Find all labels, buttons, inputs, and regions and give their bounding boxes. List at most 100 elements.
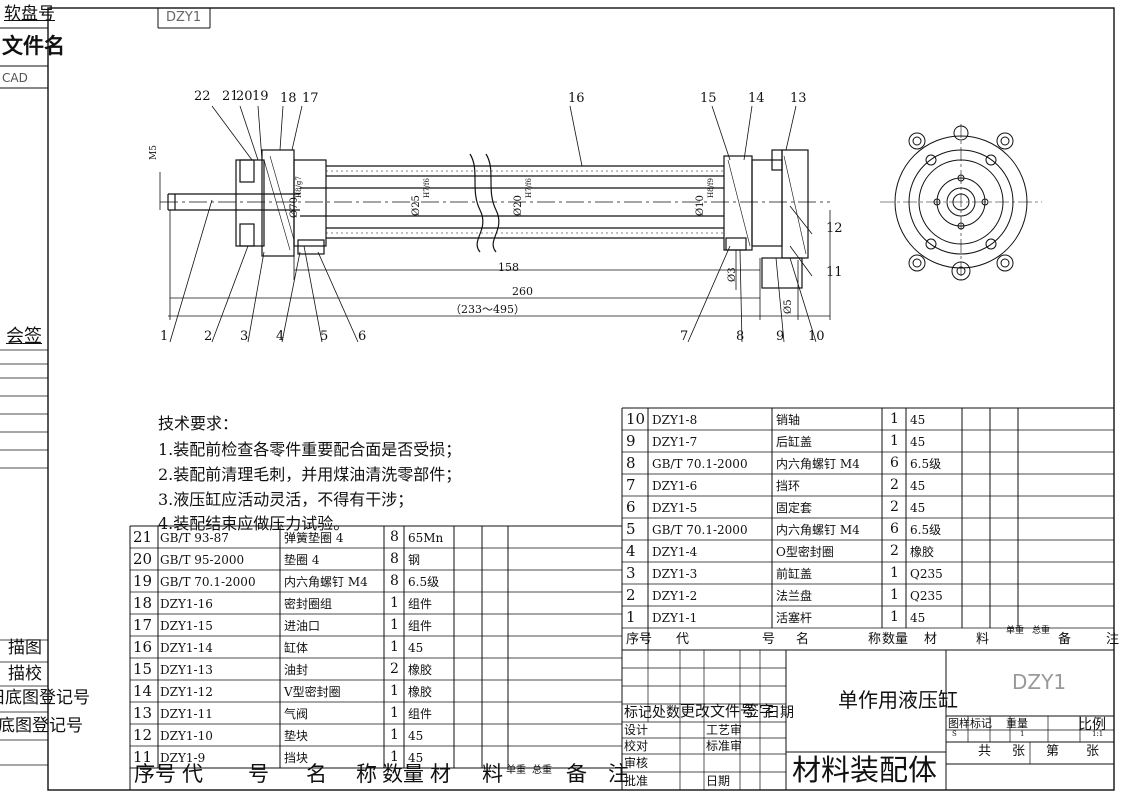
bom-lower-header-no: 序号 xyxy=(134,762,176,786)
bom-cell-qty: 2 xyxy=(890,499,899,515)
bom-cell-mat: 45 xyxy=(408,641,424,655)
bom-cell-mat: Q235 xyxy=(910,589,943,603)
bom-cell-qty: 1 xyxy=(890,587,899,603)
callout-6: 6 xyxy=(358,329,367,344)
bom-cell-mat: 45 xyxy=(910,479,926,493)
bom-cell-qty: 6 xyxy=(890,455,899,471)
bom-header-no: 序号 xyxy=(626,632,653,647)
bom-cell-no: 18 xyxy=(133,594,153,612)
title-total: 共 xyxy=(978,744,992,759)
stamp-code: DZY1 xyxy=(166,10,202,25)
bom-cell-name: 缸体 xyxy=(284,641,309,655)
bom-lower-header-code-1: 代 xyxy=(182,762,203,786)
bom-lower-header-mat-1: 材 xyxy=(430,762,451,786)
callout-1: 1 xyxy=(160,329,169,344)
title-weight: 重量 xyxy=(1006,717,1028,730)
bom-cell-code: DZY1-2 xyxy=(652,589,698,603)
bom-cell-qty: 8 xyxy=(390,551,399,567)
bom-cell-qty: 1 xyxy=(390,749,399,765)
bom-cell-mat: 65Mn xyxy=(408,531,444,545)
bom-cell-mat: 橡胶 xyxy=(910,545,935,559)
title-count: 处数 xyxy=(652,705,680,721)
bom-cell-no: 15 xyxy=(133,660,153,678)
bom-cell-mat: 45 xyxy=(910,501,926,515)
dim-260: 260 xyxy=(512,285,533,298)
dim-d3: Ø3 xyxy=(727,267,738,282)
bom-cell-name: 油封 xyxy=(284,663,309,677)
tech-title: 技术要求： xyxy=(158,414,239,433)
bom-lower-header-name-1: 名 xyxy=(306,762,327,786)
trace-label: 描图 xyxy=(8,638,42,658)
bom-cell-code: GB/T 70.1-2000 xyxy=(652,457,748,471)
bom-lower-header-mat-2: 料 xyxy=(482,762,503,786)
bom-cell-code: DZY1-13 xyxy=(160,663,213,677)
dim-d25: Ø25 xyxy=(411,195,422,216)
bom-cell-no: 2 xyxy=(626,586,636,604)
bom-cell-qty: 1 xyxy=(890,565,899,581)
bom-cell-no: 11 xyxy=(133,748,153,766)
bom-cell-name: 弹簧垫圈 4 xyxy=(284,531,344,545)
title-ratio: 比例 xyxy=(1078,717,1106,733)
bom-cell-name: 挡块 xyxy=(284,751,309,765)
bom-cell-no: 21 xyxy=(133,528,153,546)
callout-11: 11 xyxy=(826,265,843,280)
bom-cell-qty: 1 xyxy=(390,683,399,699)
bom-cell-mat: 组件 xyxy=(408,619,433,633)
drawing-title: 单作用液压缸 xyxy=(838,688,958,712)
callout-8: 8 xyxy=(736,329,745,344)
callout-9: 9 xyxy=(776,329,785,344)
end-view xyxy=(880,124,1042,281)
dim-fit-2: H7/f6 xyxy=(423,178,431,198)
callout-21: 21 xyxy=(222,89,239,104)
bom-cell-code: DZY1-4 xyxy=(652,545,698,559)
bom-cell-code: DZY1-11 xyxy=(160,707,213,721)
bom-cell-qty: 2 xyxy=(890,477,899,493)
dim-fit-3: H7/f6 xyxy=(525,178,533,198)
bom-cell-no: 17 xyxy=(133,616,153,634)
bom-cell-no: 6 xyxy=(626,498,636,516)
callout-7: 7 xyxy=(680,329,689,344)
callout-15: 15 xyxy=(700,91,717,106)
bom-cell-name: 垫块 xyxy=(284,729,309,743)
bom-cell-code: GB/T 95-2000 xyxy=(160,553,245,567)
trace-check-label: 描校 xyxy=(8,664,42,684)
bom-cell-name: 内六角螺钉 M4 xyxy=(776,457,860,471)
callout-18: 18 xyxy=(280,91,297,106)
bom-cell-name: 法兰盘 xyxy=(776,589,813,603)
callout-14: 14 xyxy=(748,91,765,106)
bom-header-code-1: 代 xyxy=(676,632,690,647)
bom-cell-name: 活塞杆 xyxy=(776,611,813,625)
title-check: 校对 xyxy=(624,739,649,753)
callout-3: 3 xyxy=(240,329,249,344)
bom-cell-mat: 45 xyxy=(910,413,926,427)
callout-16: 16 xyxy=(568,91,585,106)
bom-cell-code: DZY1-7 xyxy=(652,435,698,449)
bom-cell-no: 10 xyxy=(626,410,646,428)
bom-header-remark-1: 备 xyxy=(1058,632,1072,647)
bom-cell-name: 密封圈组 xyxy=(284,597,333,611)
bom-lower-header-remark-2: 注 xyxy=(608,762,629,786)
dim-d10: Ø10 xyxy=(695,195,706,216)
bom-cell-code: DZY1-15 xyxy=(160,619,213,633)
title-design: 设计 xyxy=(624,723,649,737)
file-name-label: 文件名 xyxy=(2,34,65,58)
bom-cell-no: 20 xyxy=(133,550,153,568)
bom-cell-name: O型密封圈 xyxy=(776,545,834,559)
bom-cell-no: 8 xyxy=(626,454,636,472)
bom-cell-qty: 8 xyxy=(390,573,399,589)
bom-cell-name: 挡环 xyxy=(776,479,801,493)
bom-lower-header-code-2: 号 xyxy=(248,762,269,786)
countersign-label: 会签 xyxy=(6,326,42,347)
bom-cell-code: GB/T 70.1-2000 xyxy=(652,523,748,537)
callout-10: 10 xyxy=(808,329,825,344)
callout-2: 2 xyxy=(204,329,213,344)
bom-cell-mat: Q235 xyxy=(910,567,943,581)
title-sheet-no: 第 xyxy=(1046,744,1060,759)
title-mark: 标记 xyxy=(624,705,652,721)
bom-header-total-weight: 总重 xyxy=(1032,626,1051,636)
dim-fit-4: H8/f9 xyxy=(707,178,715,198)
dim-fit-1: H8/g7 xyxy=(295,176,303,198)
title-weight-value: 1 xyxy=(1020,730,1025,738)
bom-cell-no: 9 xyxy=(626,432,636,450)
cylinder-drawing xyxy=(160,149,830,289)
